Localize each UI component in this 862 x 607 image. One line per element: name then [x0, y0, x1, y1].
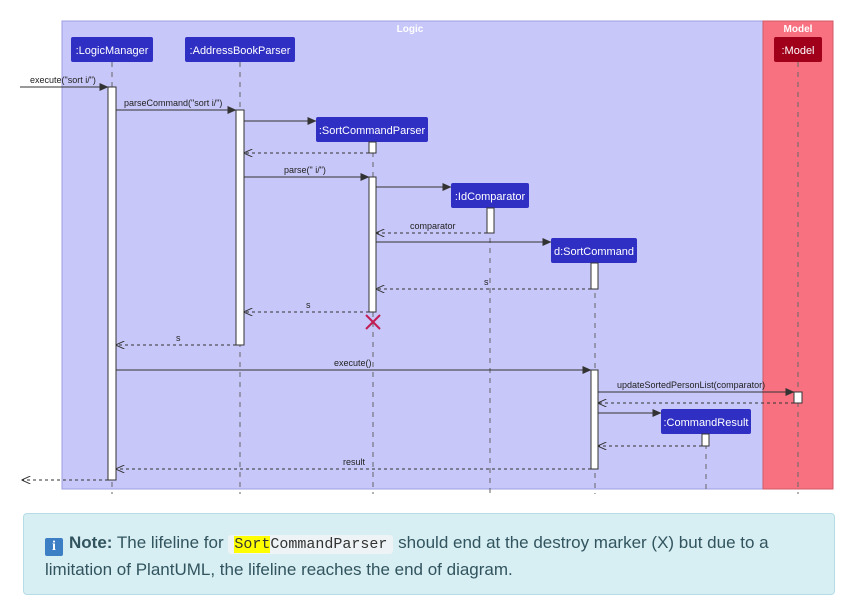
note-callout: i Note: The lifeline for SortCommandParse…	[23, 513, 835, 595]
code-rest: CommandParser	[270, 536, 388, 553]
note-line-2: limitation of PlantUML, the lifeline rea…	[45, 560, 513, 579]
message-label-comparator-return: comparator	[410, 221, 456, 231]
note-label: Note:	[69, 533, 113, 552]
participant-logic-manager: :LogicManager	[71, 37, 153, 62]
note-line-1: i Note: The lifeline for SortCommandParse…	[45, 533, 769, 556]
participant-command-result: :CommandResult	[661, 409, 751, 434]
participant-label: :SortCommandParser	[319, 125, 426, 137]
participant-label: :AddressBookParser	[190, 45, 291, 57]
note-text-after: should end at the destroy marker (X) but…	[398, 533, 769, 552]
message-label-parse-call: parse(" i/")	[284, 165, 326, 175]
participant-label: :CommandResult	[664, 417, 749, 429]
participant-label: :LogicManager	[76, 45, 149, 57]
activation-sort-command-init	[590, 262, 599, 290]
info-icon: i	[45, 538, 63, 556]
note-text-before: The lifeline for	[116, 533, 224, 552]
destroy-marker-icon	[365, 314, 381, 330]
activation-sort-command-parser-init	[368, 141, 377, 154]
participant-sort-command-parser: :SortCommandParser	[316, 117, 428, 142]
activation-sort-command-parser-parse	[368, 176, 377, 313]
participant-label: :IdComparator	[455, 191, 526, 203]
participant-sort-command: d:SortCommand	[551, 238, 637, 263]
code-sort-command-parser: SortCommandParser	[228, 535, 394, 554]
activation-model	[793, 391, 803, 404]
participant-label: d:SortCommand	[554, 246, 634, 258]
activation-logic-manager	[107, 86, 117, 481]
code-highlight: Sort	[234, 536, 271, 553]
participant-address-book-parser: :AddressBookParser	[185, 37, 295, 62]
participant-label: :Model	[781, 45, 814, 57]
message-label-parse-return: s	[306, 300, 311, 310]
participant-model: :Model	[774, 37, 822, 62]
activation-id-comparator	[486, 207, 495, 234]
sequence-diagram: Logic Model :LogicManager :AddressBookPa…	[20, 20, 834, 494]
activation-address-book-parser	[235, 109, 245, 346]
model-frame-title: Model	[784, 24, 813, 35]
message-label-execute-sort: execute()	[334, 358, 372, 368]
logic-frame	[61, 20, 764, 490]
logic-frame-title: Logic	[397, 24, 424, 35]
message-label-parse-command-return: s	[176, 333, 181, 343]
message-label-execute-call: execute("sort i/")	[30, 75, 96, 85]
activation-sort-command-execute	[590, 369, 599, 470]
message-label-update-sorted: updateSortedPersonList(comparator)	[617, 380, 765, 390]
message-label-parse-command-call: parseCommand("sort i/")	[124, 98, 222, 108]
participant-id-comparator: :IdComparator	[451, 183, 529, 208]
activation-command-result	[701, 433, 710, 447]
message-label-sort-command-return: s	[484, 277, 489, 287]
message-label-result-return: result	[343, 457, 366, 467]
